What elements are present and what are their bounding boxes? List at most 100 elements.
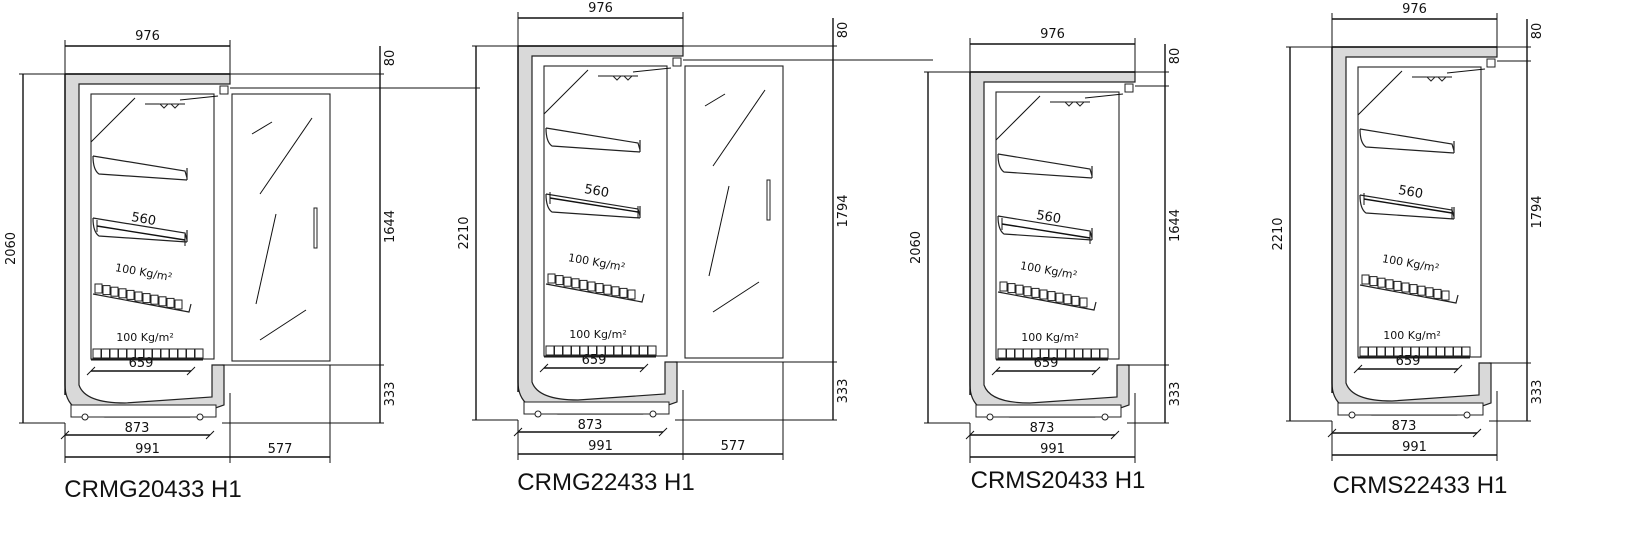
product-box [110,286,119,297]
height-label: 2210 [457,216,472,249]
cabinet-shell [1331,46,1498,416]
product-box [555,275,564,286]
base-height-label: 333 [383,382,398,407]
plinth [975,404,1122,418]
product-box [605,345,614,356]
product-box [1014,348,1024,359]
liner-diagonal [995,95,1041,141]
foot [1463,411,1471,419]
bottom-depth-label: 659 [582,353,607,368]
product-box [603,284,612,295]
product-box [1057,348,1066,359]
dimension-tick [205,430,215,440]
product-box [1409,284,1418,295]
top-gap-label: 80 [836,22,851,39]
light-icon [1074,101,1086,107]
dimension-tick [1472,428,1482,438]
product-box [1427,346,1437,357]
product-box [622,345,631,356]
foot [649,410,657,418]
door-handle [766,179,771,221]
shelf-1 [1359,128,1455,154]
loaded-shelf [92,293,192,313]
bottom-depth-label: 659 [1396,354,1421,369]
width-label: 976 [1402,2,1427,17]
shelf-depth-line [96,225,186,241]
shelf-depth-label: 560 [583,182,610,201]
total-depth-label: 991 [1402,440,1427,455]
product-box [1401,282,1410,293]
product-box [571,278,580,289]
glass-reflection [259,117,313,195]
product-box [142,293,151,304]
product-box [1007,283,1016,294]
product-box [1099,348,1109,359]
product-box [1082,348,1092,359]
liner-diagonal [90,97,136,143]
shelf-depth-line [549,197,639,213]
shelf-1 [92,155,188,181]
product-box [630,345,640,356]
light-icon [169,103,181,109]
dimension-tick [1453,364,1463,374]
product-box [166,297,175,308]
light-icon [1436,76,1448,82]
product-box [169,348,178,359]
plinth [523,401,670,415]
plinth [1337,402,1484,416]
product-box [118,348,127,359]
hinge-block [1124,83,1134,93]
canopy-rail [179,95,219,101]
bottom-depth-label: 659 [129,356,154,371]
height-label: 2060 [909,231,924,264]
liner-diagonal [1357,70,1403,116]
product-box [109,348,119,359]
product-box [1393,280,1402,291]
dimension-tick [86,366,96,376]
product-box [1385,279,1394,290]
base-depth-label: 873 [125,421,150,436]
product-box [579,279,588,290]
dimension-tick [1091,366,1101,376]
foot [1348,411,1356,419]
product-box [158,296,167,307]
product-box [1369,276,1378,287]
product-box [1376,346,1386,357]
product-box [1065,348,1075,359]
top-gap-label: 80 [1168,48,1183,65]
product-box [150,294,159,305]
door-handle [313,207,318,249]
product-box [1031,287,1040,298]
light-icon [622,75,634,81]
product-box [1015,284,1024,295]
front-height-label: 1644 [1168,209,1183,242]
product-box [563,276,572,287]
shelf-depth-line [1001,223,1091,239]
product-box [554,345,563,356]
cabinet-shell [969,71,1136,418]
product-box [1091,348,1100,359]
dimension-tick [1110,430,1120,440]
product-box [1419,346,1428,357]
foot [1101,413,1109,421]
product-box [1079,297,1088,308]
loaded-shelf [545,283,645,303]
product-box [134,291,143,302]
product-box [627,289,636,300]
product-box [1385,346,1394,357]
product-box [547,273,556,284]
bottom-depth-label: 659 [1034,356,1059,371]
product-box [1023,286,1032,297]
product-box [571,345,580,356]
product-box [1436,346,1445,357]
glass-reflection [251,121,273,135]
glass-reflection [255,213,277,305]
product-box [997,348,1007,359]
model-label: CRMS22433 H1 [1333,472,1508,499]
width-label: 976 [135,29,160,44]
front-height-label: 1644 [383,210,398,243]
base-depth-label: 873 [578,418,603,433]
